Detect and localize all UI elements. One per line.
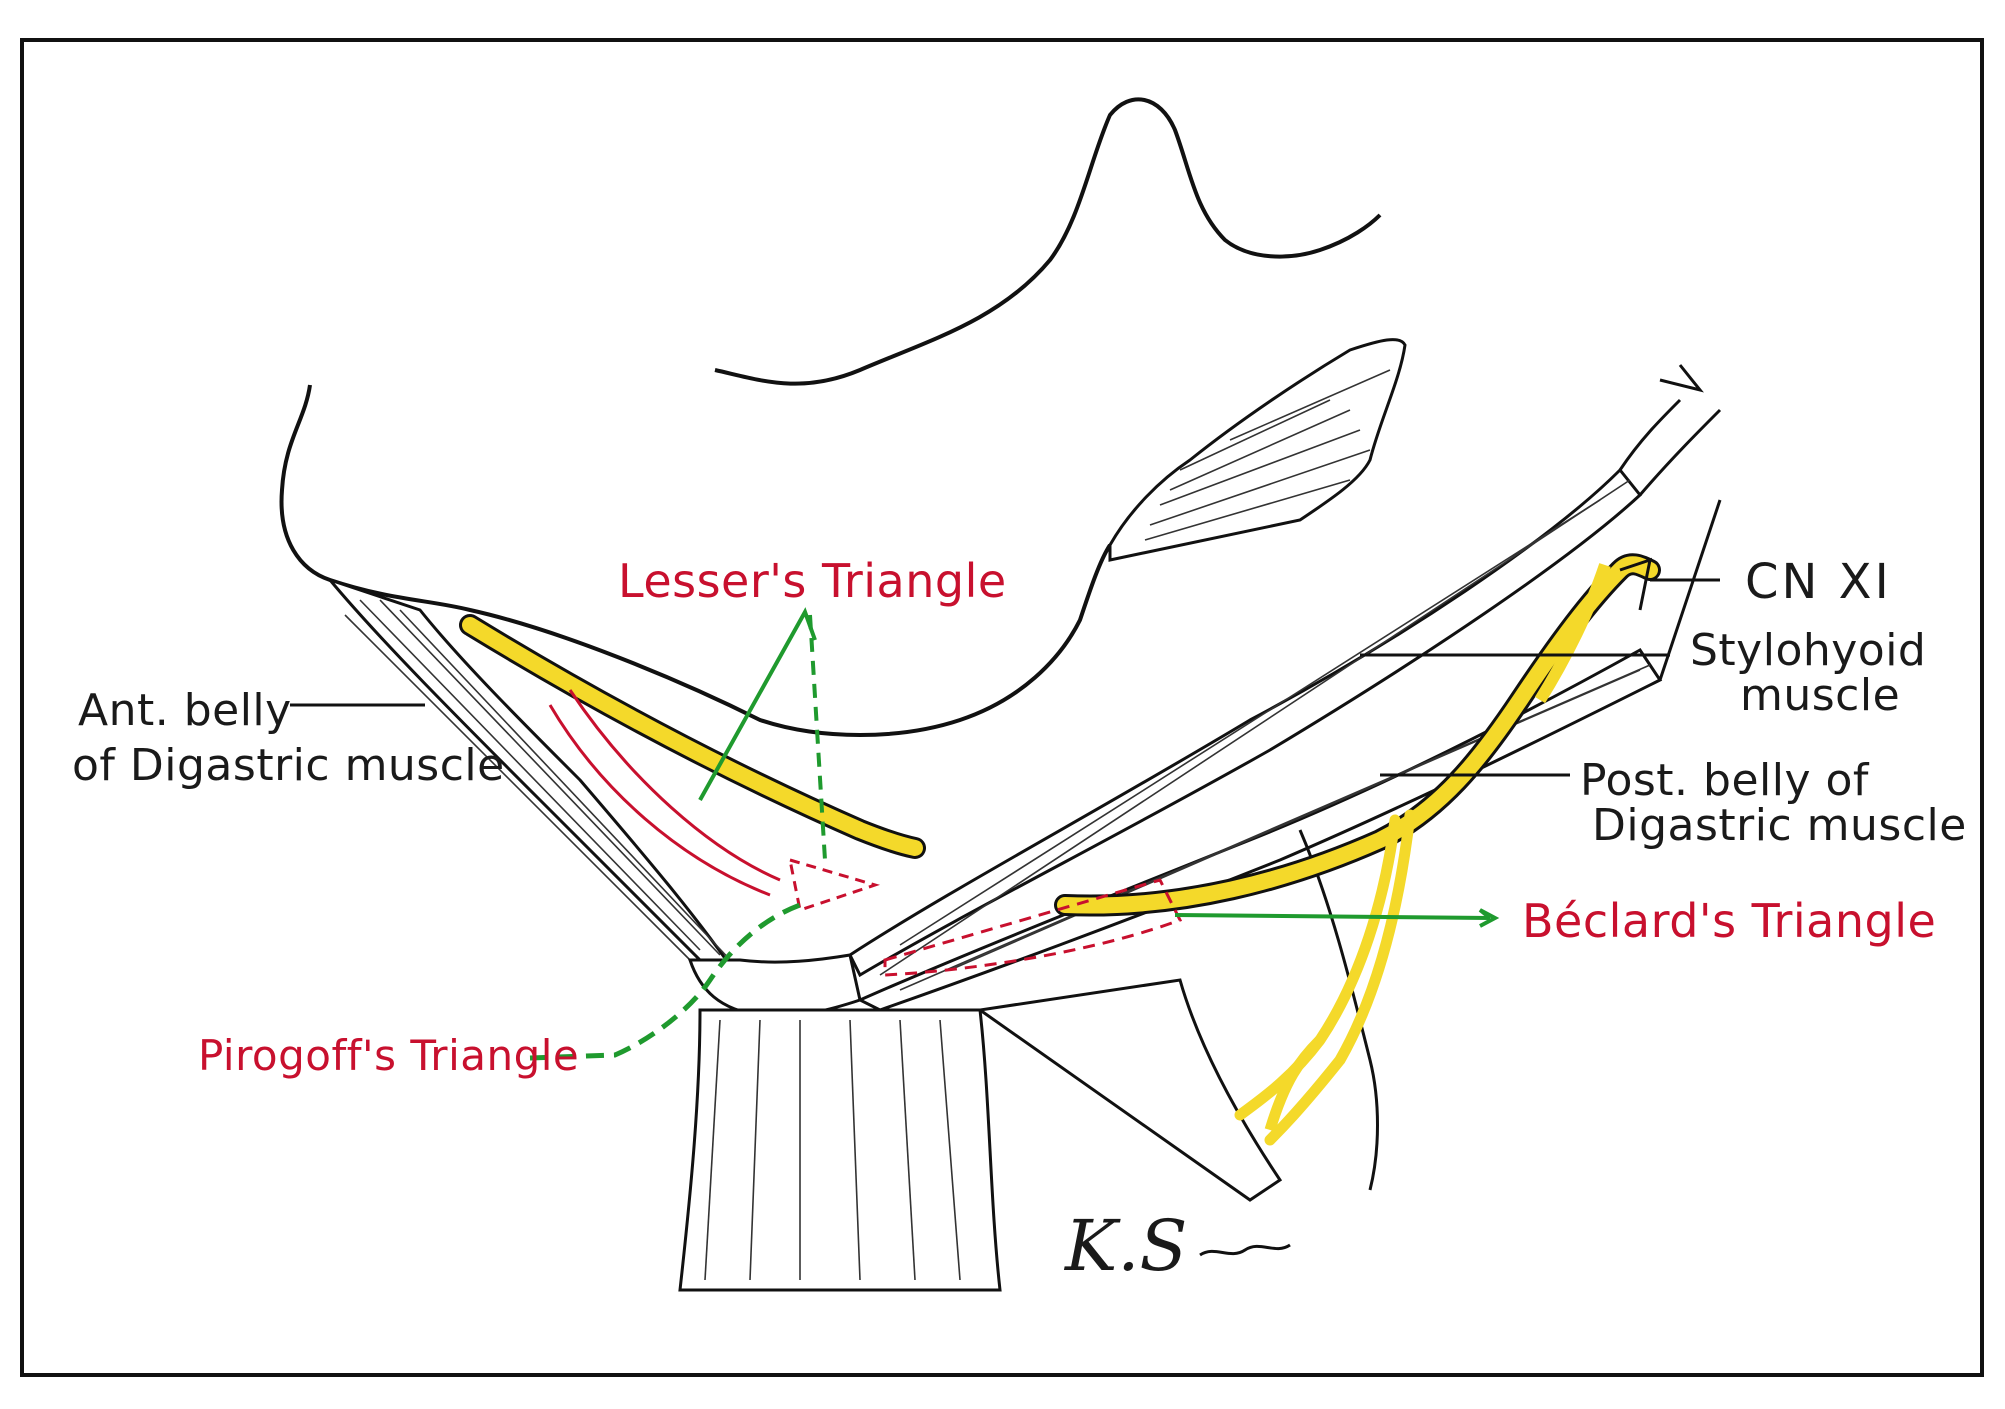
nerve-branch-3 bbox=[1264, 1036, 1324, 1132]
pirogoff-leader bbox=[529, 902, 801, 1061]
masseter-region bbox=[1108, 338, 1407, 562]
nerve-branch-2 bbox=[1264, 809, 1416, 1146]
infrahyoid-hatching bbox=[704, 1019, 961, 1281]
beclard-leader bbox=[1174, 913, 1491, 920]
mandible-outline bbox=[279, 384, 1112, 737]
cn-xi-upper-segment bbox=[1534, 563, 1611, 704]
lesser-triangle-leader-dash bbox=[808, 614, 827, 861]
infrahyoid-muscles bbox=[678, 1008, 1002, 1292]
post-belly-label-line1: Post. belly of bbox=[1580, 755, 1869, 806]
styloid-fibres bbox=[1618, 364, 1722, 681]
cn-xi-label: CN XI bbox=[1745, 554, 1892, 610]
stylohyoid-label-line2: muscle bbox=[1740, 670, 1901, 721]
stylohyoid-label-line1: Stylohyoid bbox=[1690, 625, 1927, 676]
figure-frame bbox=[20, 38, 1984, 1377]
lesser-triangle-label: Lesser's Triangle bbox=[618, 554, 1007, 608]
skin-flap-outline bbox=[714, 97, 1382, 386]
ant-belly-hatching bbox=[344, 599, 736, 966]
ant-belly-label-line2: of Digastric muscle bbox=[72, 740, 505, 791]
bands-hatching bbox=[879, 479, 1651, 991]
lesser-triangle-leader bbox=[698, 607, 817, 801]
masseter-hatching bbox=[1144, 369, 1391, 541]
beclard-triangle-label: Béclard's Triangle bbox=[1522, 894, 1937, 948]
ant-belly-label-line1: Ant. belly bbox=[78, 685, 292, 736]
scm-edge bbox=[1298, 829, 1379, 1191]
cn-xi-tip bbox=[1619, 557, 1652, 611]
hyoglossus-region bbox=[976, 978, 1283, 1202]
pirogoff-triangle-label: Pirogoff's Triangle bbox=[198, 1031, 580, 1080]
artist-signature: K.S bbox=[1065, 1205, 1188, 1287]
lesser-triangle-red-line-1 bbox=[548, 704, 771, 897]
hypoglossal-nerve bbox=[462, 617, 923, 856]
nerve-branch-1 bbox=[1234, 814, 1401, 1121]
lesser-triangle-red-line-2 bbox=[568, 689, 781, 882]
intermediate-tendon bbox=[687, 953, 862, 1018]
cn-xi-nerve bbox=[1057, 556, 1658, 914]
pirogoff-triangle-outline bbox=[788, 857, 881, 912]
signature-flourish bbox=[1199, 1243, 1291, 1257]
beclard-leader-arrow bbox=[1478, 908, 1500, 928]
beclard-triangle-outline bbox=[883, 878, 1183, 977]
post-belly-label-line2: Digastric muscle bbox=[1592, 800, 1967, 851]
